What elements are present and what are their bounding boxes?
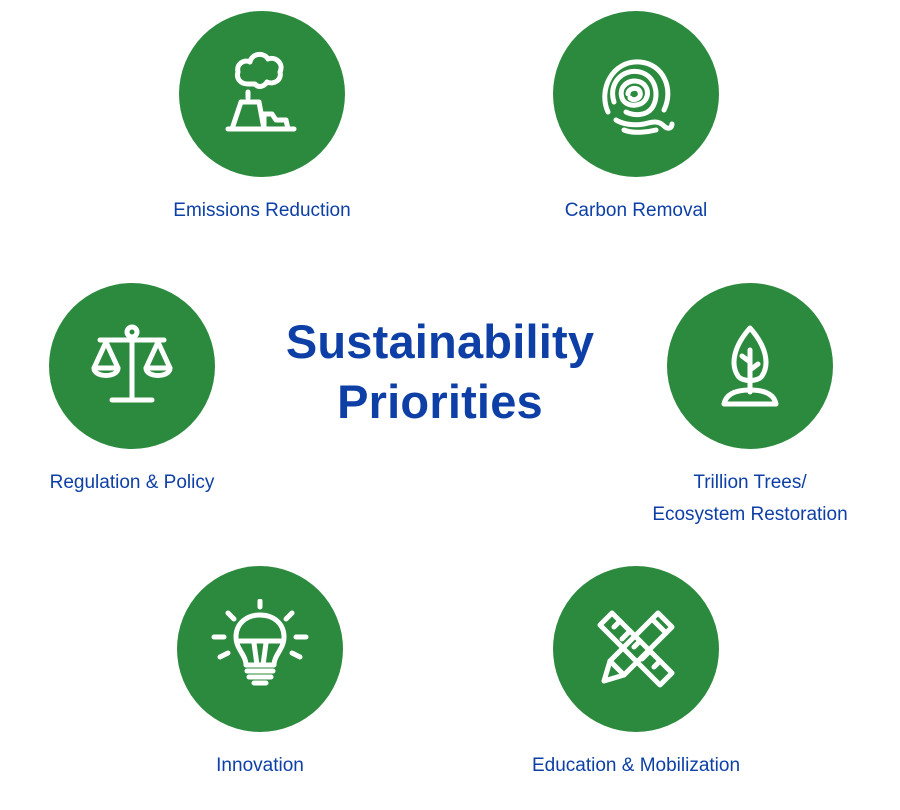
priority-label: Carbon Removal: [564, 200, 708, 221]
priority-circle: [49, 283, 215, 449]
priority-label: Education & Mobilization: [531, 755, 741, 776]
priority-label: Emissions Reduction: [173, 200, 351, 221]
fingerprint-swirl-icon: [602, 59, 675, 135]
sprout-leaf-icon: [721, 325, 779, 407]
priority-label-line-2: Ecosystem Restoration: [652, 504, 848, 525]
priority-education-mobilization: Education & Mobilization: [496, 566, 776, 782]
priority-trillion-trees: Trillion Trees/ Ecosystem Restoration: [610, 283, 890, 531]
priority-regulation-policy: Regulation & Policy: [0, 283, 272, 499]
priority-innovation: Innovation: [120, 566, 400, 782]
priority-circle: [553, 11, 719, 177]
priority-circle: [553, 566, 719, 732]
priority-label: Innovation: [216, 755, 304, 776]
lightbulb-icon: [211, 599, 309, 686]
priority-emissions-reduction: Emissions Reduction: [122, 11, 402, 227]
priority-circle: [667, 283, 833, 449]
title-line-1: Sustainability: [285, 315, 595, 368]
pencil-ruler-icon: [597, 610, 675, 688]
priority-circle: [177, 566, 343, 732]
title-line-2: Priorities: [337, 375, 543, 428]
factory-smoke-icon: [225, 52, 297, 132]
priority-label: Regulation & Policy: [49, 472, 215, 493]
priority-label-two-line: Trillion Trees/ Ecosystem Restoration: [610, 467, 890, 531]
priority-label-line-1: Trillion Trees/: [693, 472, 807, 493]
priority-circle: [179, 11, 345, 177]
diagram-title: Sustainability Priorities: [240, 312, 640, 432]
priority-carbon-removal: Carbon Removal: [496, 11, 776, 227]
scales-icon: [91, 324, 173, 403]
